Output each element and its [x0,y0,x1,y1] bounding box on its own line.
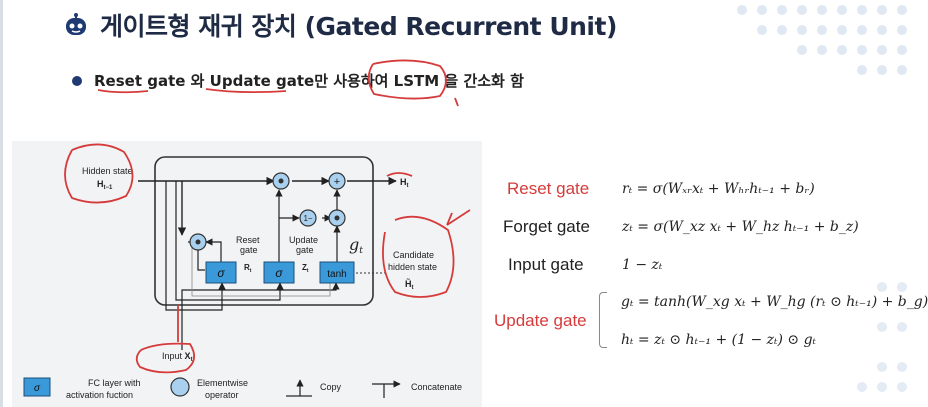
bullet-wa: 와 [185,72,210,90]
robot-icon [66,13,86,35]
update-gate-label-2: gate [296,245,314,255]
bullet-reset-gate: Reset gate [94,72,186,90]
update-gate-brace [599,292,607,348]
gru-cell-box [154,156,374,306]
tanh-fc-box: tanh [319,261,355,284]
legend-fc-label-2: activation fuction [66,390,133,400]
legend-operator-circle [170,377,190,397]
update-underline-annotation [205,88,287,94]
plus-operator: + [328,172,346,190]
hidden-state-circle-annotation [64,143,134,204]
multiply-operator-candidate [328,209,346,227]
decorative-dots-bottom [857,282,907,392]
h-prev-label: Ht−1 [97,179,113,191]
candidate-circle-annotation [382,215,455,298]
tanh-label: tanh [327,269,346,280]
hidden-state-label: Hidden state [82,166,133,176]
input-gate-equation: 1 − zₜ [622,257,663,273]
legend-sigma: σ [34,383,41,394]
bullet-dot [72,75,82,86]
candidate-equation: gₜ = tanh(W_xg xₜ + W_hg (rₜ ⊙ hₜ₋₁) + b… [621,294,928,310]
plus-symbol: + [334,176,340,188]
multiply-operator-reset [189,233,207,251]
title-row: 게이트형 재귀 장치 (Gated Recurrent Unit) [64,6,617,44]
lstm-circle-annotation [367,59,447,100]
concatenate-icon [372,380,401,398]
bullet-tail: 을 간소화 함 [439,72,524,90]
reset-underline-annotation [97,89,149,94]
legend-elem-label-1: Elementwise [197,378,248,388]
legend: σ FC layer with activation fuction Eleme… [23,377,462,400]
legend-fc-box [23,377,51,397]
window-edge [0,0,3,407]
sigma-label-update: σ [275,266,283,280]
one-minus-operator: 1− [299,209,317,227]
decorative-dots [737,5,907,75]
copy-icon [286,379,312,397]
update-gate-fc-box: σ [263,261,295,284]
candidate-label-2: hidden state [388,262,437,272]
input-gate-eq-label: Input gate [508,255,584,274]
forget-gate-equation: zₜ = σ(W_xz xₜ + W_hz hₜ₋₁ + b_z) [622,219,859,235]
g-t-label: gt [349,235,363,256]
z-t-label: Zt [302,263,309,274]
legend-concatenate-label: Concatenate [411,382,462,392]
ink-mark-annotation [454,97,459,107]
red-annotations [64,59,471,374]
h-tilde-label: H̃t [405,278,414,291]
input-label: Input Xt [162,351,193,363]
h-out-mark-annotation [386,172,413,177]
legend-copy-label: Copy [320,382,342,392]
r-t-label: Rt [244,263,252,274]
multiply-operator-top [272,172,290,190]
reset-gate-label-2: gate [240,245,258,255]
candidate-label-1: Candidate [393,250,434,260]
bullet-update-gate: Update gate [209,72,315,90]
reset-gate-eq-label: Reset gate [507,179,590,198]
reset-gate-fc-box: σ [205,261,237,284]
update-gate-label-1: Update [289,235,318,245]
bullet-lstm: LSTM [393,72,440,90]
reset-gate-equation: rₜ = σ(Wₓᵣxₜ + Wₕᵣhₜ₋₁ + bᵣ) [622,181,815,197]
one-minus-symbol: 1− [303,214,312,223]
page-title: 게이트형 재귀 장치 (Gated Recurrent Unit) [100,12,617,41]
sigma-label-reset: σ [217,266,225,280]
diagram-panel [12,141,482,407]
hidden-update-equation: hₜ = zₜ ⊙ hₜ₋₁ + (1 − zₜ) ⊙ gₜ [621,332,816,348]
legend-fc-label-1: FC layer with [88,378,141,388]
equations-panel: Reset gate rₜ = σ(Wₓᵣxₜ + Wₕᵣhₜ₋₁ + bᵣ) … [490,168,928,362]
legend-elem-label-2: operator [205,390,239,400]
reset-gate-label-1: Reset [236,235,260,245]
h-out-label: Ht [400,177,409,189]
forget-gate-eq-label: Forget gate [503,217,590,236]
update-gate-eq-label: Update gate [494,311,587,330]
input-circle-annotation [135,342,196,374]
